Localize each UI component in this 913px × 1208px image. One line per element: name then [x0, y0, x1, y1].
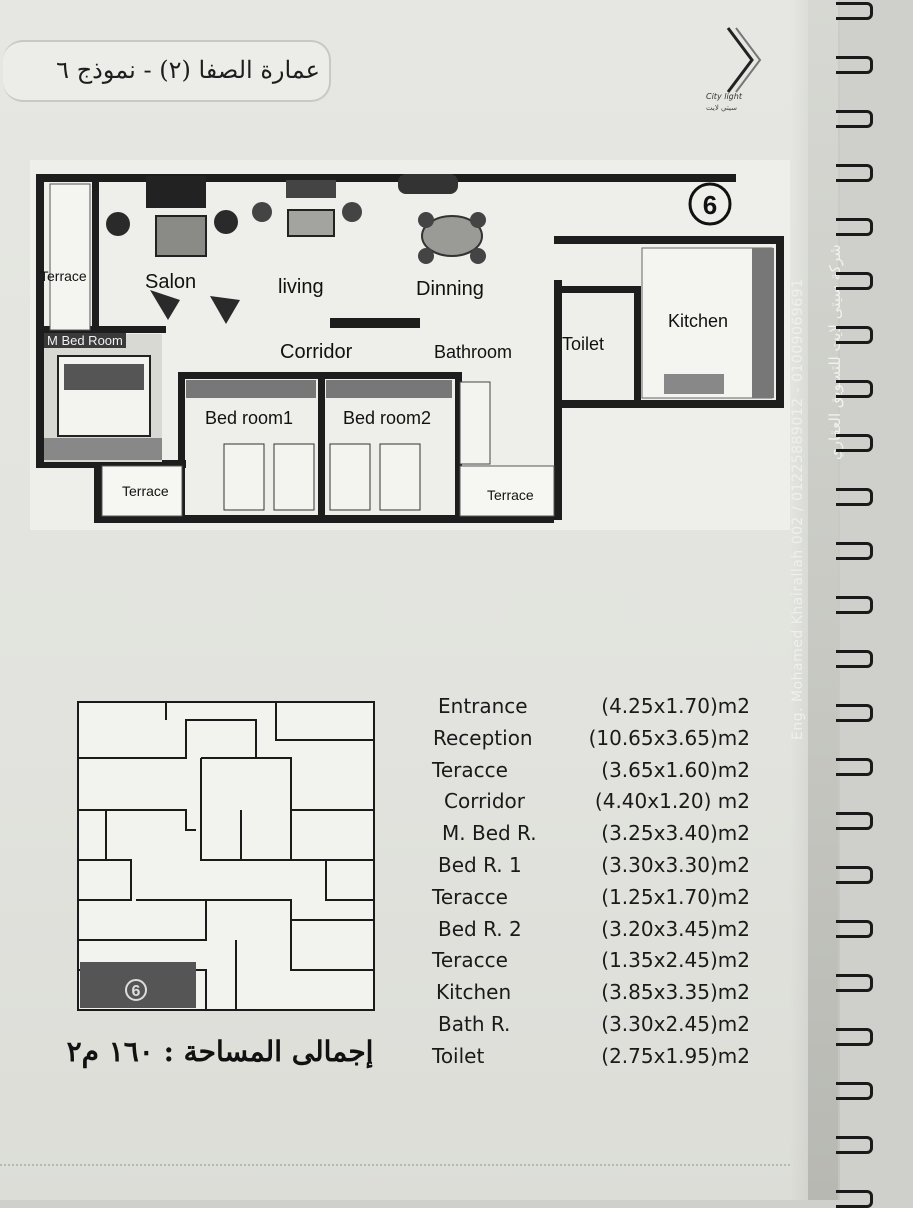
spec-room-name: Corridor	[444, 789, 526, 814]
spec-row: Bed R. 1 (3.30x3.30)m2	[420, 853, 780, 885]
binding-ring	[836, 434, 873, 452]
spec-room-dimensions: (3.85x3.35)m2	[601, 980, 750, 1005]
label-toilet: Toilet	[562, 334, 605, 354]
spec-room-dimensions: (2.75x1.95)m2	[601, 1043, 750, 1068]
spec-room-name: Kitchen	[436, 980, 512, 1005]
spec-room-name: Bath R.	[438, 1012, 511, 1036]
label-bathroom: Bathroom	[434, 342, 513, 362]
spec-row: Teracce (1.25x1.70)m2	[420, 885, 780, 917]
spec-room-name: Reception	[433, 725, 533, 750]
binding-ring	[836, 704, 873, 722]
binding-ring	[836, 866, 873, 884]
spec-room-name: Toilet	[432, 1043, 485, 1068]
spec-room-name: Entrance	[438, 694, 528, 718]
binding-ring	[836, 56, 873, 74]
binding-ring	[836, 2, 873, 20]
spec-room-dimensions: (4.25x1.70)m2	[601, 694, 750, 718]
binding-ring	[836, 542, 873, 560]
binding-ring	[836, 758, 873, 776]
city-light-logo-icon	[726, 27, 762, 93]
label-kitchen: Kitchen	[668, 311, 729, 331]
spec-row: Kitchen (3.85x3.35)m2	[420, 980, 780, 1012]
label-corridor: Corridor	[280, 341, 353, 363]
key-map-unit-number: 6	[132, 983, 141, 1000]
label-dinning: Dinning	[416, 278, 484, 300]
binding-ring	[836, 650, 873, 668]
label-bed-room1: Bed room1	[205, 408, 294, 428]
binding-ring	[836, 920, 873, 938]
spec-room-dimensions: (3.30x3.30)m2	[601, 853, 750, 877]
spec-room-dimensions: (3.30x2.45)m2	[601, 1012, 750, 1036]
binding-ring	[836, 218, 873, 236]
spec-room-dimensions: (1.35x2.45)m2	[601, 948, 750, 973]
page-divider	[0, 1164, 790, 1166]
credit-name: Eng. Mohamed Khairallah	[790, 549, 806, 740]
spec-room-dimensions: (4.40x1.20) m2	[594, 789, 750, 814]
binding-ring	[836, 1190, 873, 1208]
binding-ring	[836, 110, 873, 128]
spec-room-dimensions: (3.25x3.40)m2	[601, 821, 750, 846]
logo-name-ar: سيتي لايت	[706, 104, 737, 112]
label-living: living	[278, 276, 324, 298]
page-title: عمارة الصفا (٢) - نموذج ٦	[56, 56, 320, 84]
title-frame	[3, 40, 331, 102]
spec-room-name: Teracce	[432, 884, 508, 909]
spec-row: Reception (10.65x3.65)m2	[420, 726, 780, 758]
spec-row: Bed R. 2 (3.20x3.45)m2	[420, 917, 780, 949]
floor-plan: 6	[30, 160, 790, 530]
spec-room-dimensions: (3.20x3.45)m2	[601, 916, 750, 941]
spec-row: Teracce (1.35x2.45)m2	[420, 948, 780, 980]
binding-ring	[836, 164, 873, 182]
spec-row: M. Bed R. (3.25x3.40)m2	[420, 821, 780, 853]
label-salon: Salon	[145, 271, 197, 293]
label-terrace-bottom-left: Terrace	[122, 483, 169, 499]
spec-room-dimensions: (3.65x1.60)m2	[601, 757, 750, 782]
binding-ring	[836, 974, 873, 992]
spec-room-name: M. Bed R.	[442, 821, 537, 846]
unit-number: 6	[703, 190, 717, 220]
binding-ring	[836, 1082, 873, 1100]
label-bed-room2: Bed room2	[343, 408, 432, 428]
spec-room-name: Bed R. 1	[438, 853, 522, 877]
spec-room-dimensions: (1.25x1.70)m2	[601, 884, 750, 909]
binding-ring	[836, 596, 873, 614]
label-m-bed-room: M Bed Room	[44, 333, 126, 348]
label-terrace-bottom-right: Terrace	[487, 487, 534, 503]
binding-ring	[836, 1028, 873, 1046]
spec-room-name: Teracce	[432, 757, 508, 782]
spec-row: Toilet (2.75x1.95)m2	[420, 1044, 780, 1076]
binding-ring	[836, 272, 873, 290]
credit-phone: 002 / 01225889012 - 01009069691	[790, 278, 806, 545]
logo-name: City light	[706, 92, 742, 101]
spec-row: Entrance (4.25x1.70)m2	[420, 694, 780, 726]
binding-ring	[836, 812, 873, 830]
binding-ring	[836, 380, 873, 398]
binding-ring	[836, 326, 873, 344]
spec-room-name: Teracce	[432, 948, 508, 973]
building-key-map: 6	[77, 701, 375, 1011]
spec-row: Teracce (3.65x1.60)m2	[420, 758, 780, 790]
spec-row: Bath R. (3.30x2.45)m2	[420, 1012, 780, 1044]
label-terrace-left: Terrace	[40, 268, 87, 284]
side-strip-credit: Eng. Mohamed Khairallah 002 / 0122588901…	[790, 279, 814, 740]
total-area: إجمالى المساحة : ١٦٠ م٢	[66, 1035, 374, 1068]
side-strip	[808, 0, 838, 1200]
binding-ring	[836, 488, 873, 506]
binding-ring	[836, 1136, 873, 1154]
spec-room-name: Bed R. 2	[438, 916, 522, 941]
spec-room-dimensions: (10.65x3.65)m2	[588, 725, 750, 750]
spec-row: Corridor (4.40x1.20) m2	[420, 789, 780, 821]
